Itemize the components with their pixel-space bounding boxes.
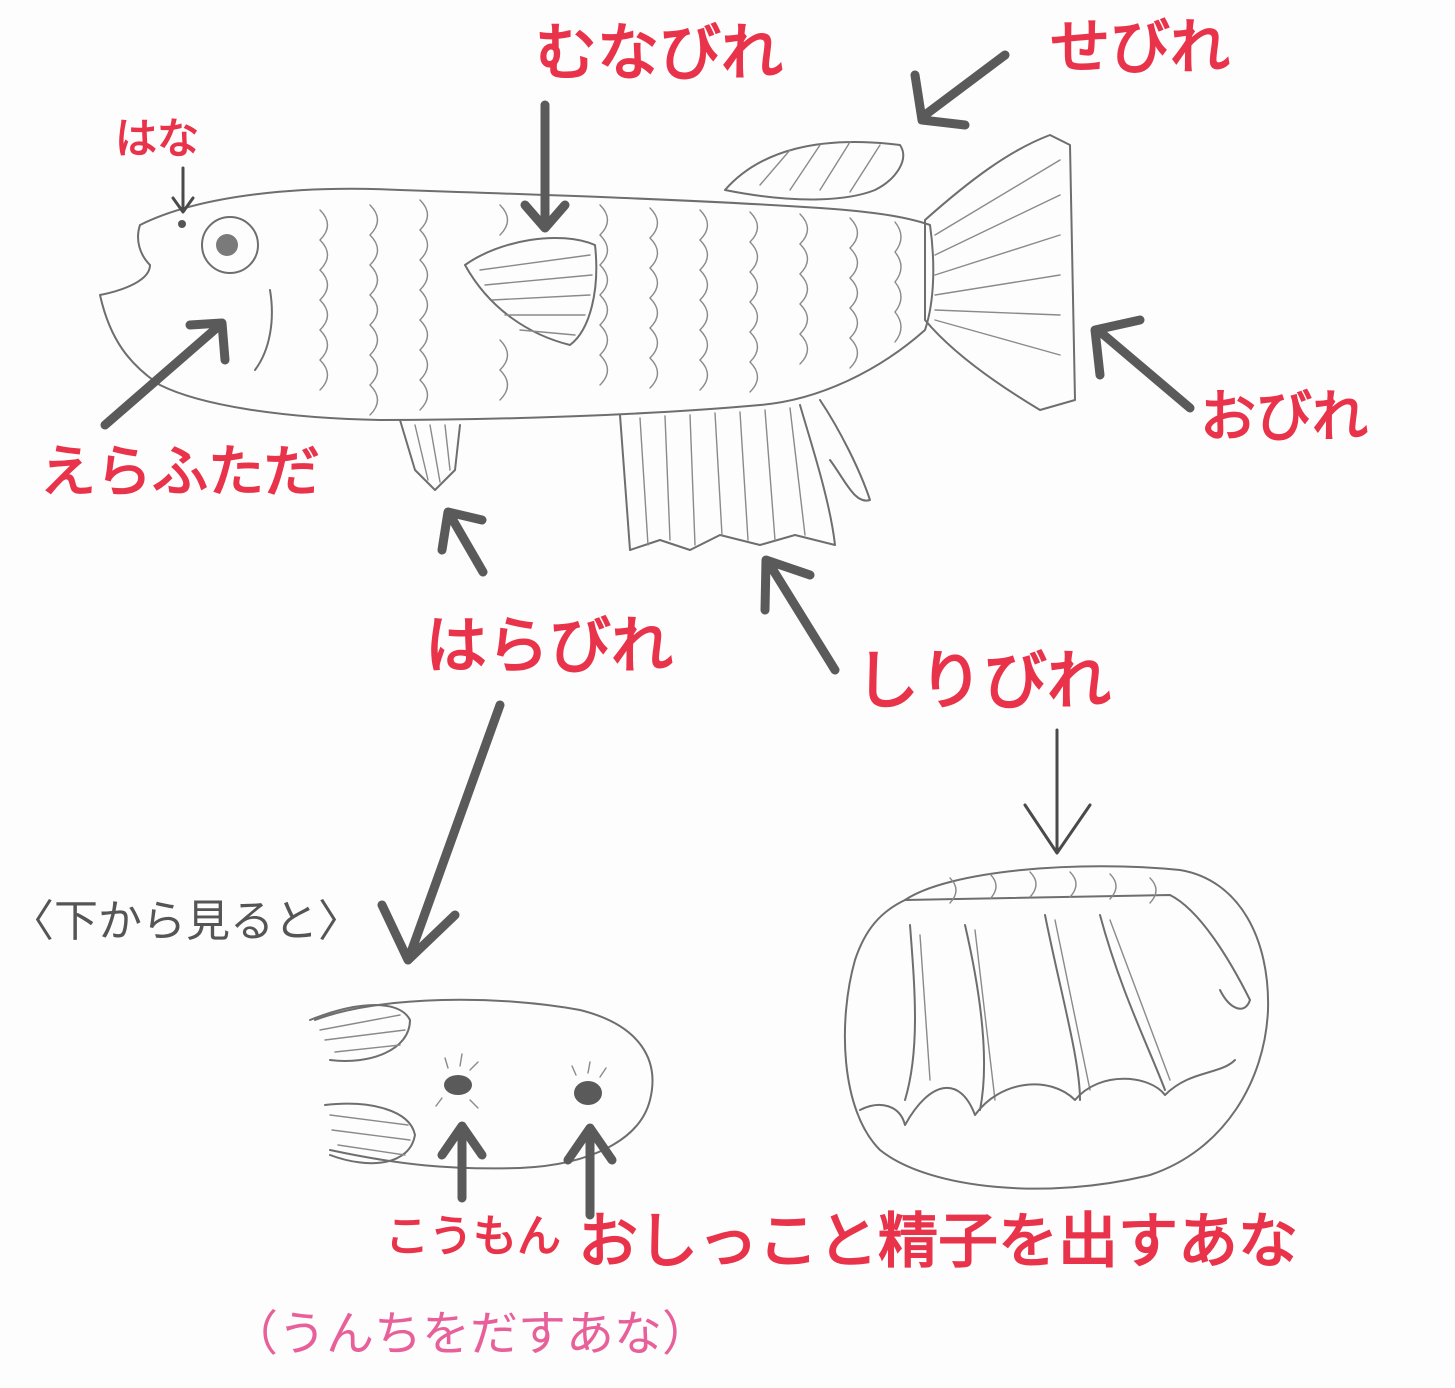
pectoral-fin-label: むなびれ <box>535 16 784 89</box>
dorsal-fin <box>724 141 905 201</box>
urogenital-pore-label: おしっこと精子を出すあな <box>578 1207 1298 1277</box>
bottom-view-upper-fin <box>309 1004 411 1062</box>
bottom-view-lower-fin <box>324 1102 416 1165</box>
dorsal-fin-arrow <box>910 50 1010 130</box>
caudal-fin-label: おびれ <box>1200 385 1368 450</box>
anal-fin-arrow <box>760 555 840 675</box>
anal-fin <box>619 404 836 551</box>
caudal-fin-arrow <box>1090 315 1195 413</box>
pectoral-fin-arrow <box>520 100 570 233</box>
pelvic-fin-arrow <box>437 507 488 577</box>
anus-label: こうもん <box>385 1211 561 1262</box>
anus-arrow <box>437 1121 487 1203</box>
view-from-below-label: 〈下から見ると〉 <box>10 896 362 947</box>
pelvic-fin-to-below-arrow <box>377 700 505 965</box>
fish-body <box>99 187 935 421</box>
caudal-fin <box>924 134 1076 411</box>
urogenital-pore-dot <box>574 1081 602 1105</box>
dorsal-fin-label: せびれ <box>1050 13 1230 83</box>
pectoral-fin <box>464 236 598 346</box>
nose-arrow <box>171 166 195 214</box>
fish-bottom-view <box>309 998 654 1170</box>
fish-side-view <box>99 134 1076 551</box>
anus-dot <box>444 1075 472 1095</box>
gill-cover-arrow <box>100 318 230 430</box>
urogenital-pore-arrow <box>563 1123 617 1220</box>
fish-scales <box>319 199 902 416</box>
anus-note-label: （うんちをだすあな） <box>230 1306 711 1362</box>
anal-fin-detail <box>843 865 1270 1190</box>
nose-label: はな <box>115 114 200 163</box>
anal-fin-label: しりびれ <box>855 645 1111 719</box>
anal-fin-to-detail-arrow <box>1023 728 1092 855</box>
pelvic-fin <box>399 419 461 491</box>
gill-cover-label: えらふただ <box>40 440 320 505</box>
pelvic-fin-label: はらびれ <box>425 609 674 682</box>
